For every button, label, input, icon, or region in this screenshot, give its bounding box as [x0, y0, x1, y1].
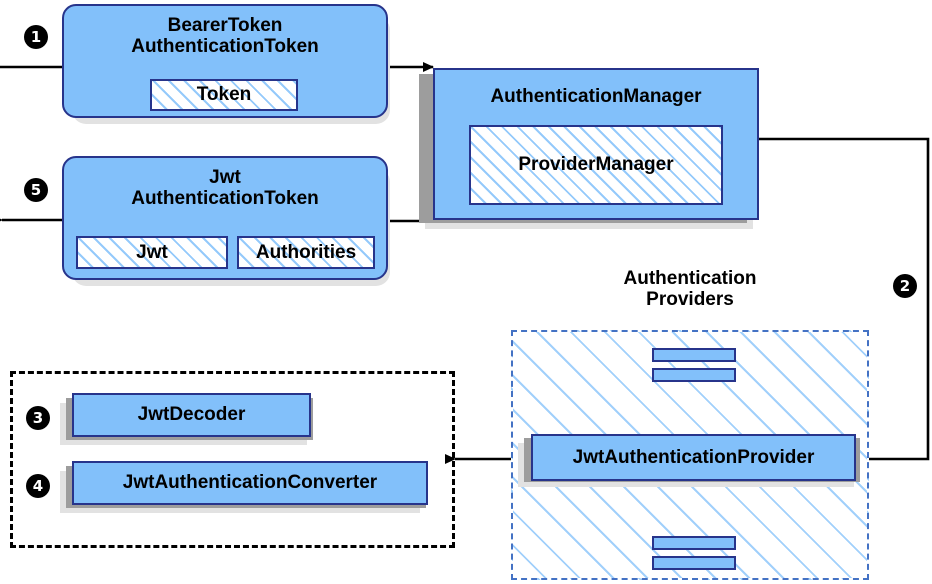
jwt-token-title-line1: Jwt	[209, 167, 241, 188]
bearer-token-title-line1: BearerToken	[167, 15, 283, 36]
arrow-step-2-manager-to-provider	[759, 137, 930, 464]
subbox-provider-manager: ProviderManager	[469, 125, 723, 205]
authentication-providers-caption: Authentication Providers	[560, 268, 820, 311]
badge-step-3: 3	[26, 406, 50, 430]
bearer-token-title-line2: AuthenticationToken	[131, 36, 319, 58]
node-bearer-token-authentication-token[interactable]: BearerToken AuthenticationToken	[62, 4, 388, 118]
subbox-token-label: Token	[196, 84, 252, 105]
node-jwt-authentication-provider[interactable]: JwtAuthenticationProvider	[531, 434, 856, 481]
subbox-token: Token	[150, 79, 298, 111]
node-jwt-decoder[interactable]: JwtDecoder	[72, 393, 311, 437]
badge-step-5: 5	[24, 178, 48, 202]
authentication-providers-caption-line2: Providers	[646, 289, 734, 311]
provider-placeholder-bar-top-2	[652, 368, 736, 382]
authentication-manager-title: AuthenticationManager	[490, 86, 702, 107]
authentication-providers-caption-line1: Authentication	[623, 268, 757, 289]
jwt-authentication-provider-title: JwtAuthenticationProvider	[572, 446, 815, 468]
provider-placeholder-bar-top-1	[652, 348, 736, 362]
jwt-decoder-title: JwtDecoder	[137, 404, 246, 426]
jwt-token-title-line2: AuthenticationToken	[131, 188, 319, 210]
subbox-provider-manager-label: ProviderManager	[518, 154, 674, 175]
subbox-authorities-label: Authorities	[255, 241, 357, 263]
subbox-jwt-label: Jwt	[136, 241, 168, 263]
badge-step-1: 1	[24, 25, 48, 49]
subbox-jwt: Jwt	[76, 236, 228, 269]
badge-step-2: 2	[893, 274, 917, 298]
badge-step-4: 4	[26, 474, 50, 498]
subbox-authorities: Authorities	[237, 236, 375, 269]
node-jwt-authentication-converter[interactable]: JwtAuthenticationConverter	[72, 461, 428, 505]
provider-placeholder-bar-bottom-2	[652, 556, 736, 570]
provider-placeholder-bar-bottom-1	[652, 536, 736, 550]
jwt-authentication-converter-title: JwtAuthenticationConverter	[122, 472, 378, 494]
